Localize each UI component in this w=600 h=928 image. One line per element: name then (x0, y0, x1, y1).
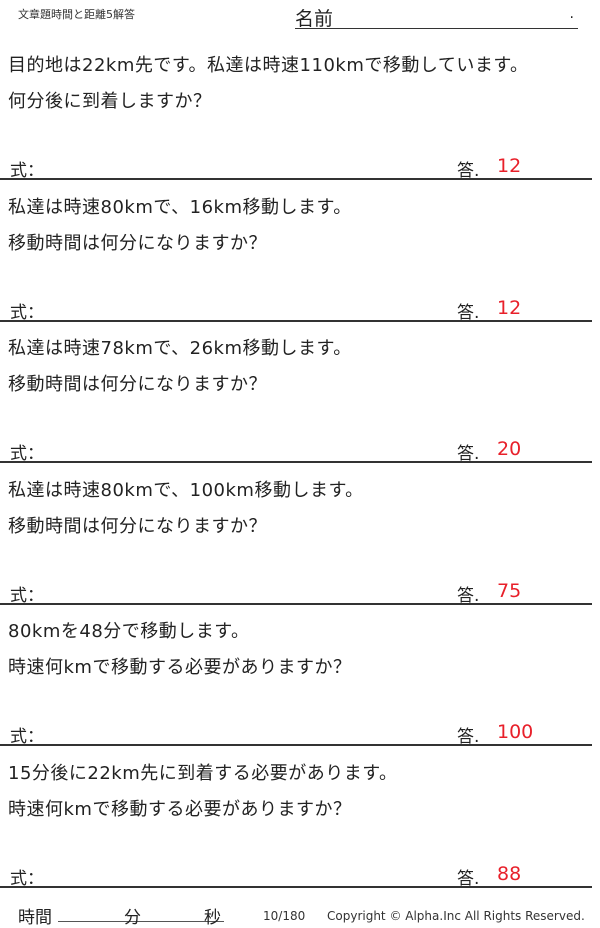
divider (0, 461, 592, 464)
seconds-label: 秒 (204, 908, 221, 928)
answer-value: 12 (497, 296, 522, 319)
problem: 80kmを48分で移動します。 時速何kmで移動する必要がありますか？ 式： 答… (0, 621, 592, 769)
problem: 私達は時速78kmで、26km移動します。 移動時間は何分になりますか？ 式： … (0, 338, 592, 486)
problem-text-line2: 移動時間は何分になりますか？ (8, 374, 267, 396)
time-input-line[interactable] (58, 921, 224, 922)
problem: 目的地は22km先です。私達は時速110kmで移動しています。 何分後に到着しま… (0, 55, 592, 203)
formula-label: 式： (10, 161, 44, 181)
answer-value: 88 (497, 863, 522, 885)
problem: 15分後に22km先に到着する必要があります。 時速何kmで移動する必要がありま… (0, 763, 592, 911)
problem-text-line2: 移動時間は何分になりますか？ (8, 232, 267, 254)
divider (0, 602, 592, 605)
answer-label: 答. (457, 585, 480, 606)
worksheet-title: 文章題時間と距離5解答 (18, 8, 135, 21)
answer-label: 答. (457, 444, 480, 465)
problem-text-line1: 私達は時速78kmで、26km移動します。 (8, 338, 352, 360)
problem-text-line2: 何分後に到着しますか？ (8, 91, 212, 112)
problem-text-line2: 移動時間は何分になりますか？ (8, 515, 267, 537)
formula-label: 式： (10, 585, 44, 606)
problem-text-line1: 15分後に22km先に到着する必要があります。 (8, 763, 398, 784)
answer-label: 答. (457, 302, 480, 323)
problem-text-line1: 目的地は22km先です。私達は時速110kmで移動しています。 (8, 55, 529, 76)
time-label: 時間 (18, 908, 52, 928)
page-number: 10/180 (263, 909, 306, 923)
problem-text-line1: 80kmを48分で移動します。 (8, 621, 250, 643)
minutes-label: 分 (124, 908, 141, 928)
answer-value: 12 (497, 155, 522, 177)
problem-text-line2: 時速何kmで移動する必要がありますか？ (8, 657, 352, 679)
name-dot: . (569, 6, 574, 22)
formula-label: 式： (10, 302, 44, 323)
problem: 私達は時速80kmで、16km移動します。 移動時間は何分になりますか？ 式： … (0, 197, 592, 345)
answer-label: 答. (457, 869, 480, 889)
divider (0, 744, 592, 747)
answer-label: 答. (457, 161, 480, 181)
problem-text-line1: 私達は時速80kmで、100km移動します。 (8, 479, 364, 501)
answer-value: 75 (497, 579, 522, 602)
formula-label: 式： (10, 869, 44, 889)
divider (0, 319, 592, 322)
answer-label: 答. (457, 727, 480, 748)
copyright: Copyright © Alpha.Inc All Rights Reserve… (327, 909, 585, 923)
formula-label: 式： (10, 444, 44, 465)
problem-text-line1: 私達は時速80kmで、16km移動します。 (8, 196, 352, 218)
formula-label: 式： (10, 727, 44, 748)
answer-value: 100 (497, 721, 534, 744)
divider (0, 178, 592, 180)
answer-value: 20 (497, 438, 522, 461)
problem-text-line2: 時速何kmで移動する必要がありますか？ (8, 799, 352, 820)
divider (0, 886, 592, 888)
name-field[interactable]: 名前 . (295, 4, 578, 30)
problem: 私達は時速80kmで、100km移動します。 移動時間は何分になりますか？ 式：… (0, 480, 592, 628)
name-label: 名前 (295, 8, 334, 30)
